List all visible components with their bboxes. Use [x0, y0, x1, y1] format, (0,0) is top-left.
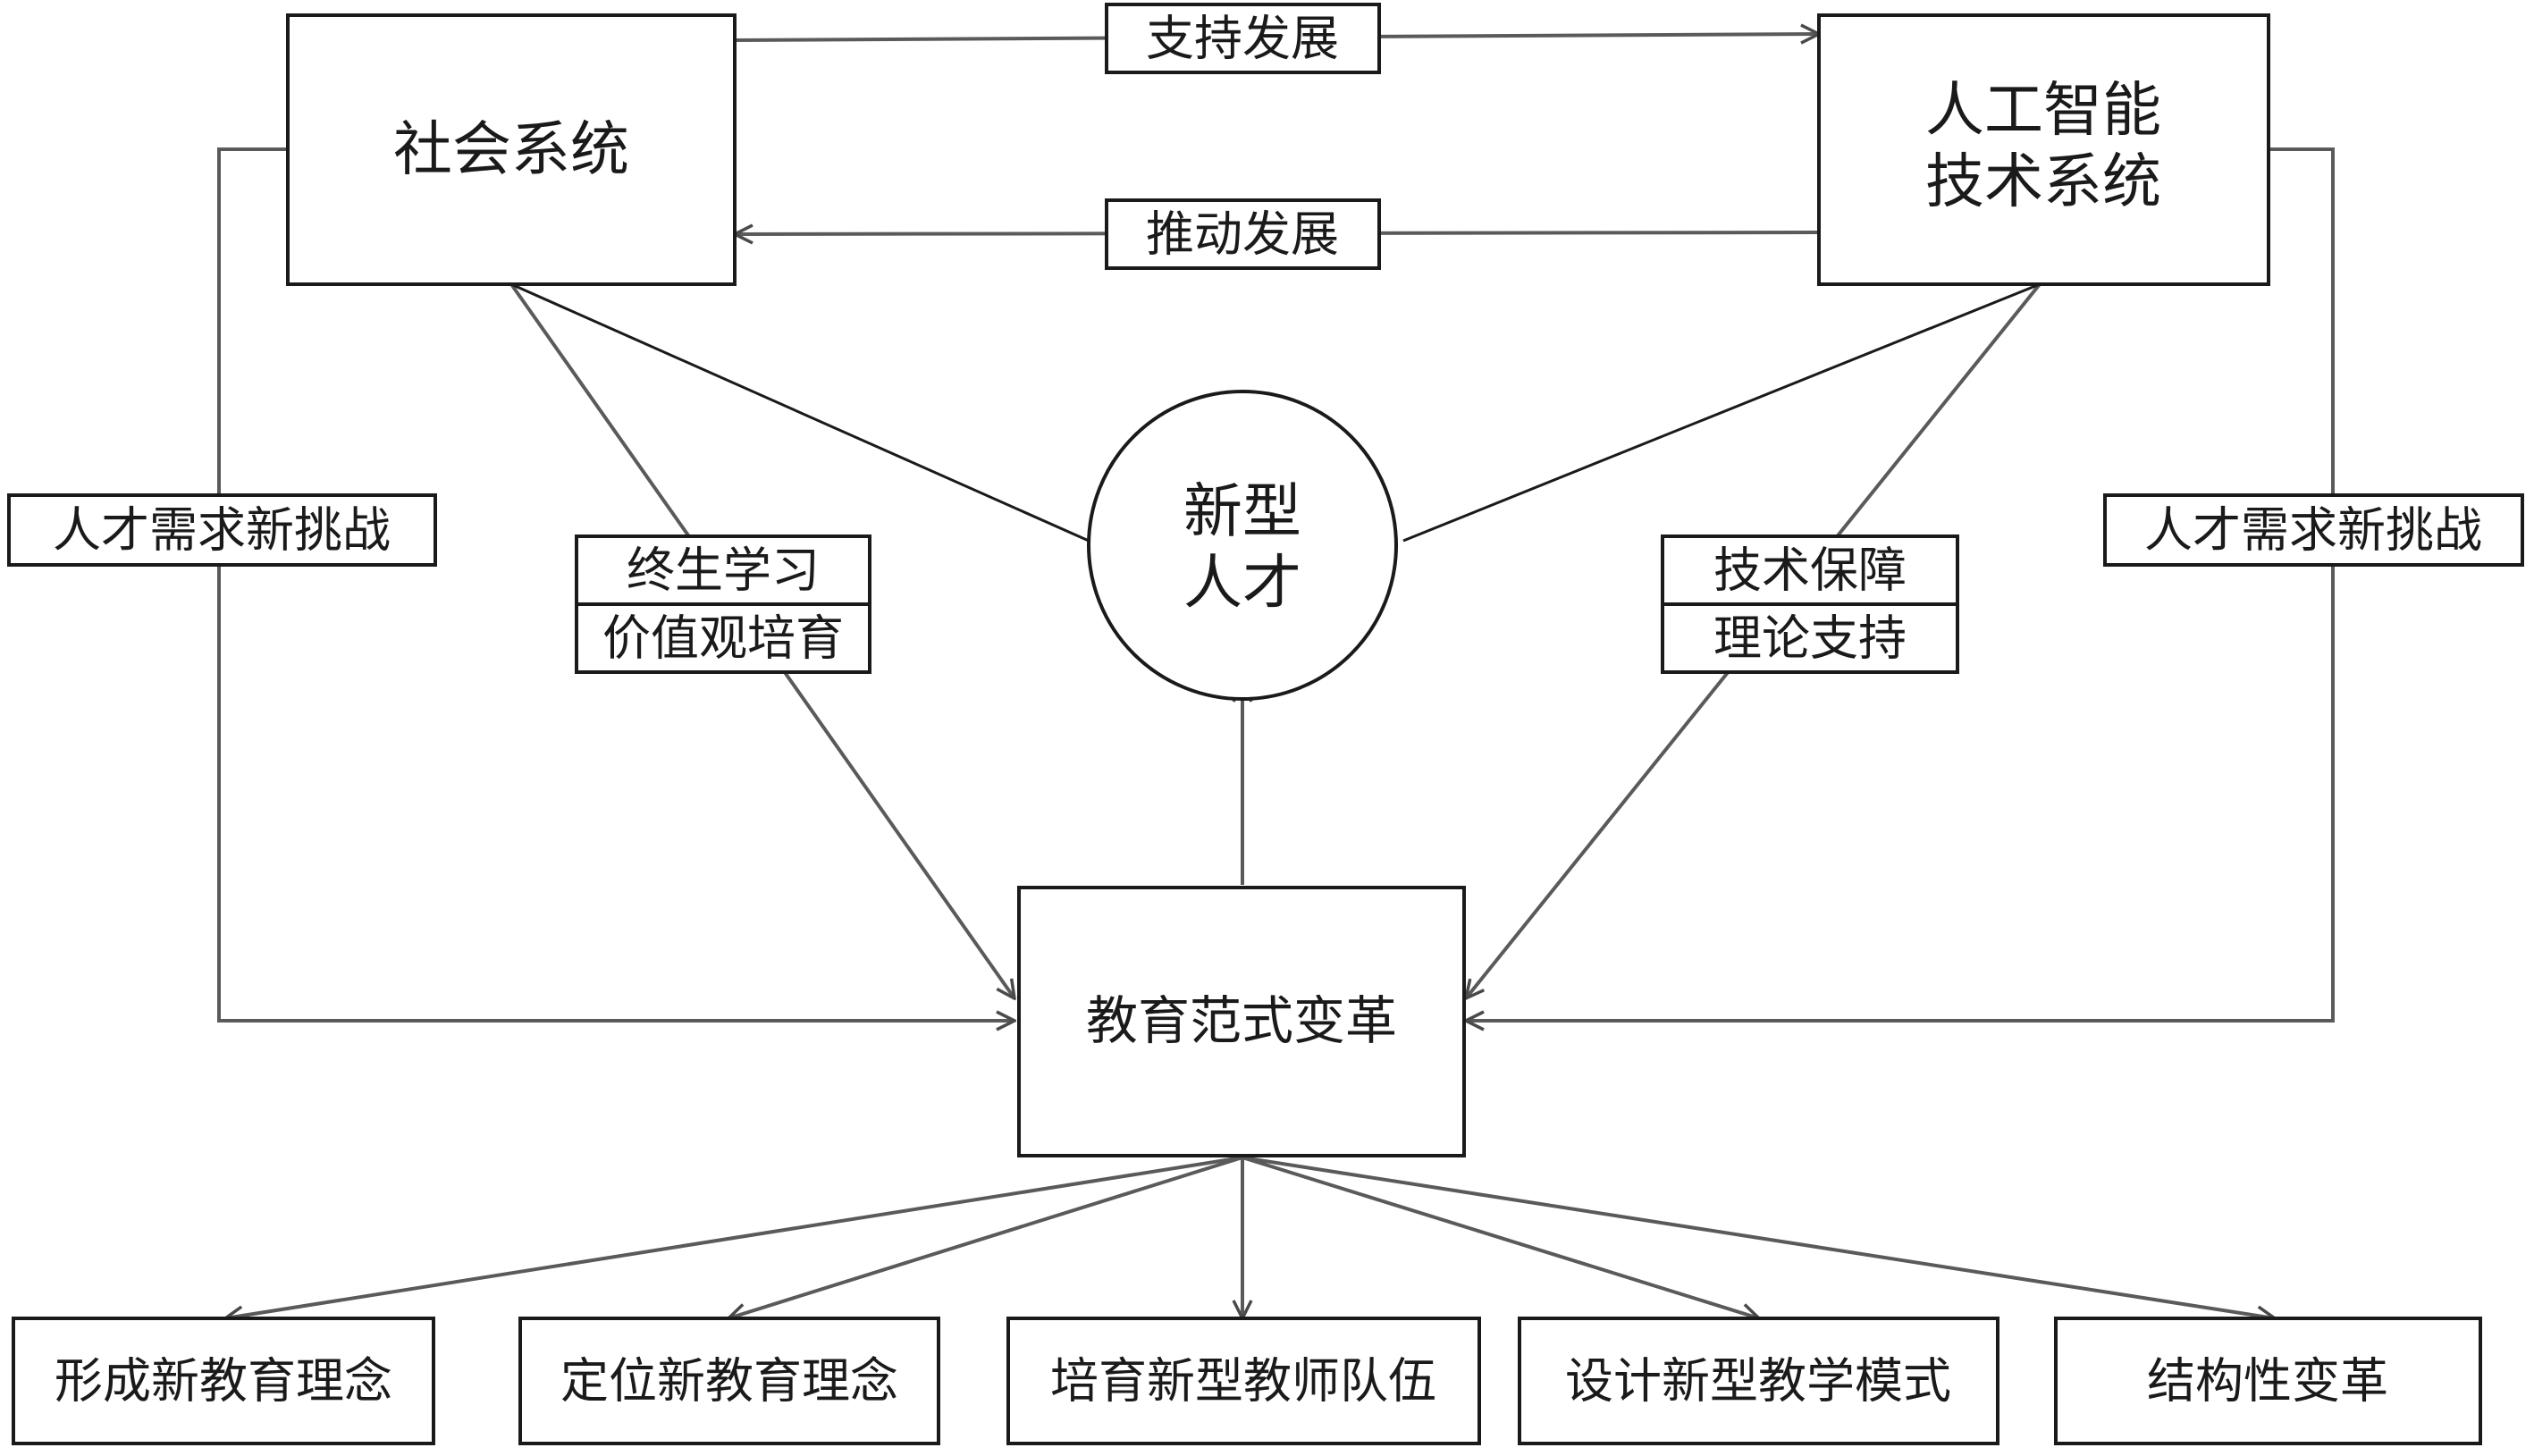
line-social-to-talent: [510, 282, 1090, 543]
label-tech-guarantee: 技术保障: [1713, 543, 1907, 599]
label-lifelong-learning-group: 终生学习 价值观培育: [575, 534, 871, 674]
outcome-3-label: 培育新型教师队伍: [1050, 1353, 1436, 1410]
outcome-3: 培育新型教师队伍: [1006, 1317, 1481, 1445]
label-tech-guarantee-group: 技术保障 理论支持: [1661, 534, 1959, 674]
outcome-1: 形成新教育理念: [12, 1317, 435, 1445]
node-education-reform-label: 教育范式变革: [1086, 990, 1397, 1051]
node-social-system-label: 社会系统: [393, 115, 629, 184]
arrow-to-outcome-1: [225, 1156, 1243, 1318]
label-theory-support: 理论支持: [1713, 610, 1907, 667]
outcome-1-label: 形成新教育理念: [55, 1353, 392, 1410]
label-lifelong-learning: 终生学习: [627, 543, 820, 599]
outcome-2-label: 定位新教育理念: [560, 1353, 898, 1410]
arrow-to-outcome-4: [1242, 1156, 1759, 1318]
label-talent-challenge-right: 人才需求新挑战: [2103, 493, 2524, 567]
node-education-reform: 教育范式变革: [1017, 886, 1466, 1157]
node-ai-system-label-line1: 人工智能: [1925, 76, 2161, 145]
label-drive-development-text: 推动发展: [1146, 206, 1339, 263]
label-drive-development: 推动发展: [1105, 198, 1381, 270]
label-value-cultivation: 价值观培育: [602, 610, 844, 667]
arrow-to-outcome-5: [1242, 1156, 2275, 1318]
node-ai-system-label-line2: 技术系统: [1925, 147, 2161, 216]
arrow-talent-challenge-left: [217, 147, 1014, 1021]
outcome-5-label: 结构性变革: [2147, 1353, 2388, 1410]
outcome-4-label: 设计新型教学模式: [1565, 1353, 1951, 1410]
node-new-talent: 新型 人才: [1087, 390, 1398, 701]
line-ai-to-talent: [1402, 282, 2041, 543]
label-support-development: 支持发展: [1105, 3, 1381, 74]
arrow-to-outcome-2: [728, 1156, 1243, 1318]
node-new-talent-label-line1: 新型: [1183, 477, 1301, 546]
label-talent-challenge-right-text: 人才需求新挑战: [2144, 502, 2482, 559]
label-support-development-text: 支持发展: [1146, 11, 1339, 67]
node-ai-system: 人工智能 技术系统: [1817, 13, 2270, 286]
outcome-5: 结构性变革: [2054, 1317, 2482, 1445]
arrow-talent-challenge-right: [1466, 147, 2335, 1021]
node-social-system: 社会系统: [286, 13, 737, 286]
outcome-2: 定位新教育理念: [518, 1317, 940, 1445]
label-talent-challenge-left-text: 人才需求新挑战: [53, 502, 391, 559]
label-talent-challenge-left: 人才需求新挑战: [7, 493, 437, 567]
node-new-talent-label-line2: 人才: [1183, 549, 1301, 618]
outcome-4: 设计新型教学模式: [1518, 1317, 1999, 1445]
